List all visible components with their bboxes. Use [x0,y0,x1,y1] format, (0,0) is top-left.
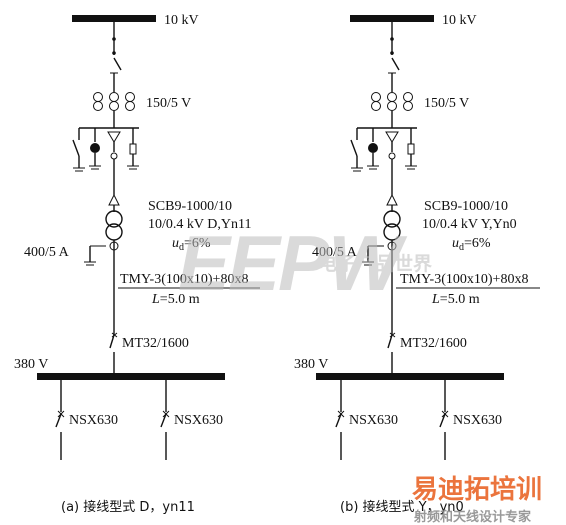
impedance-voltage: ud=6% [452,236,491,253]
indicator-lamp [368,143,378,153]
training-sub-text: 射频和天线设计专家 [413,509,532,525]
impedance-voltage: ud=6% [172,236,211,253]
hv-disconnector [388,22,400,92]
lv-current-transformer [84,241,119,266]
caption-b: (b) 接线型式 Y，yn0 [340,499,464,515]
transformer-rating: 10/0.4 kV D,Yn11 [148,217,251,232]
main-breaker [387,332,396,373]
indicator-lamp [90,143,100,153]
lv-current-transformer [362,241,397,266]
hv-ct-label: 150/5 V [424,96,469,111]
lv-ct-label: 400/5 A [312,245,358,260]
lv-busbar [316,373,504,380]
hv-bus-label: 10 kV [442,13,477,28]
caption-a: (a) 接线型式 D，yn11 [61,499,195,515]
diagram-b: 10 kV 150/5 V [294,13,540,515]
hv-current-transformer [93,92,135,128]
training-watermark: 易迪拓培训 射频和天线设计专家 [412,475,542,525]
eepw-watermark: EEPW 电子产品世界 [178,219,432,307]
transformer-model: SCB9-1000/10 [424,199,508,214]
arrow-down-icon [385,131,399,143]
hv-busbar [350,15,434,22]
lv-busbar [37,373,225,380]
eepw-cn-text: 电子产品世界 [318,252,432,275]
busway-length: L=5.0 m [431,292,480,307]
hv-aux-branch [72,127,139,172]
main-breaker [109,332,118,373]
busway-spec: TMY-3(100x10)+80x8 [400,272,528,287]
lv-ct-label: 400/5 A [24,245,70,260]
feeder-1-label: NSX630 [349,413,398,428]
arrow-down-icon [107,131,121,143]
eepw-logo-text: EEPW [178,219,408,307]
feeder-1-label: NSX630 [69,413,118,428]
hv-ct-label: 150/5 V [146,96,191,111]
training-logo-text: 易迪拓培训 [412,475,542,505]
hv-current-transformer [371,92,413,128]
hv-bus-label: 10 kV [164,13,199,28]
transformer-rating: 10/0.4 kV Y,Yn0 [422,217,517,232]
feeder-2-label: NSX630 [453,413,502,428]
feeder-2-label: NSX630 [174,413,223,428]
feeder-1 [55,380,65,460]
feeder-1 [335,380,345,460]
diagram-a: 10 kV 150/5 V [14,13,260,515]
power-transformer [105,210,123,252]
arrow-up-icon [108,193,120,206]
feeder-2 [439,380,449,460]
main-breaker-label: MT32/1600 [400,336,467,351]
hv-aux-branch [350,127,417,172]
busway-length: L=5.0 m [151,292,200,307]
busway-spec: TMY-3(100x10)+80x8 [120,272,248,287]
main-breaker-label: MT32/1600 [122,336,189,351]
arrow-up-icon [386,193,398,206]
transformer-model: SCB9-1000/10 [148,199,232,214]
hv-busbar [72,15,156,22]
hv-disconnector [110,22,122,92]
feeder-2 [160,380,170,460]
lv-bus-label: 380 V [294,357,328,372]
lv-bus-label: 380 V [14,357,48,372]
